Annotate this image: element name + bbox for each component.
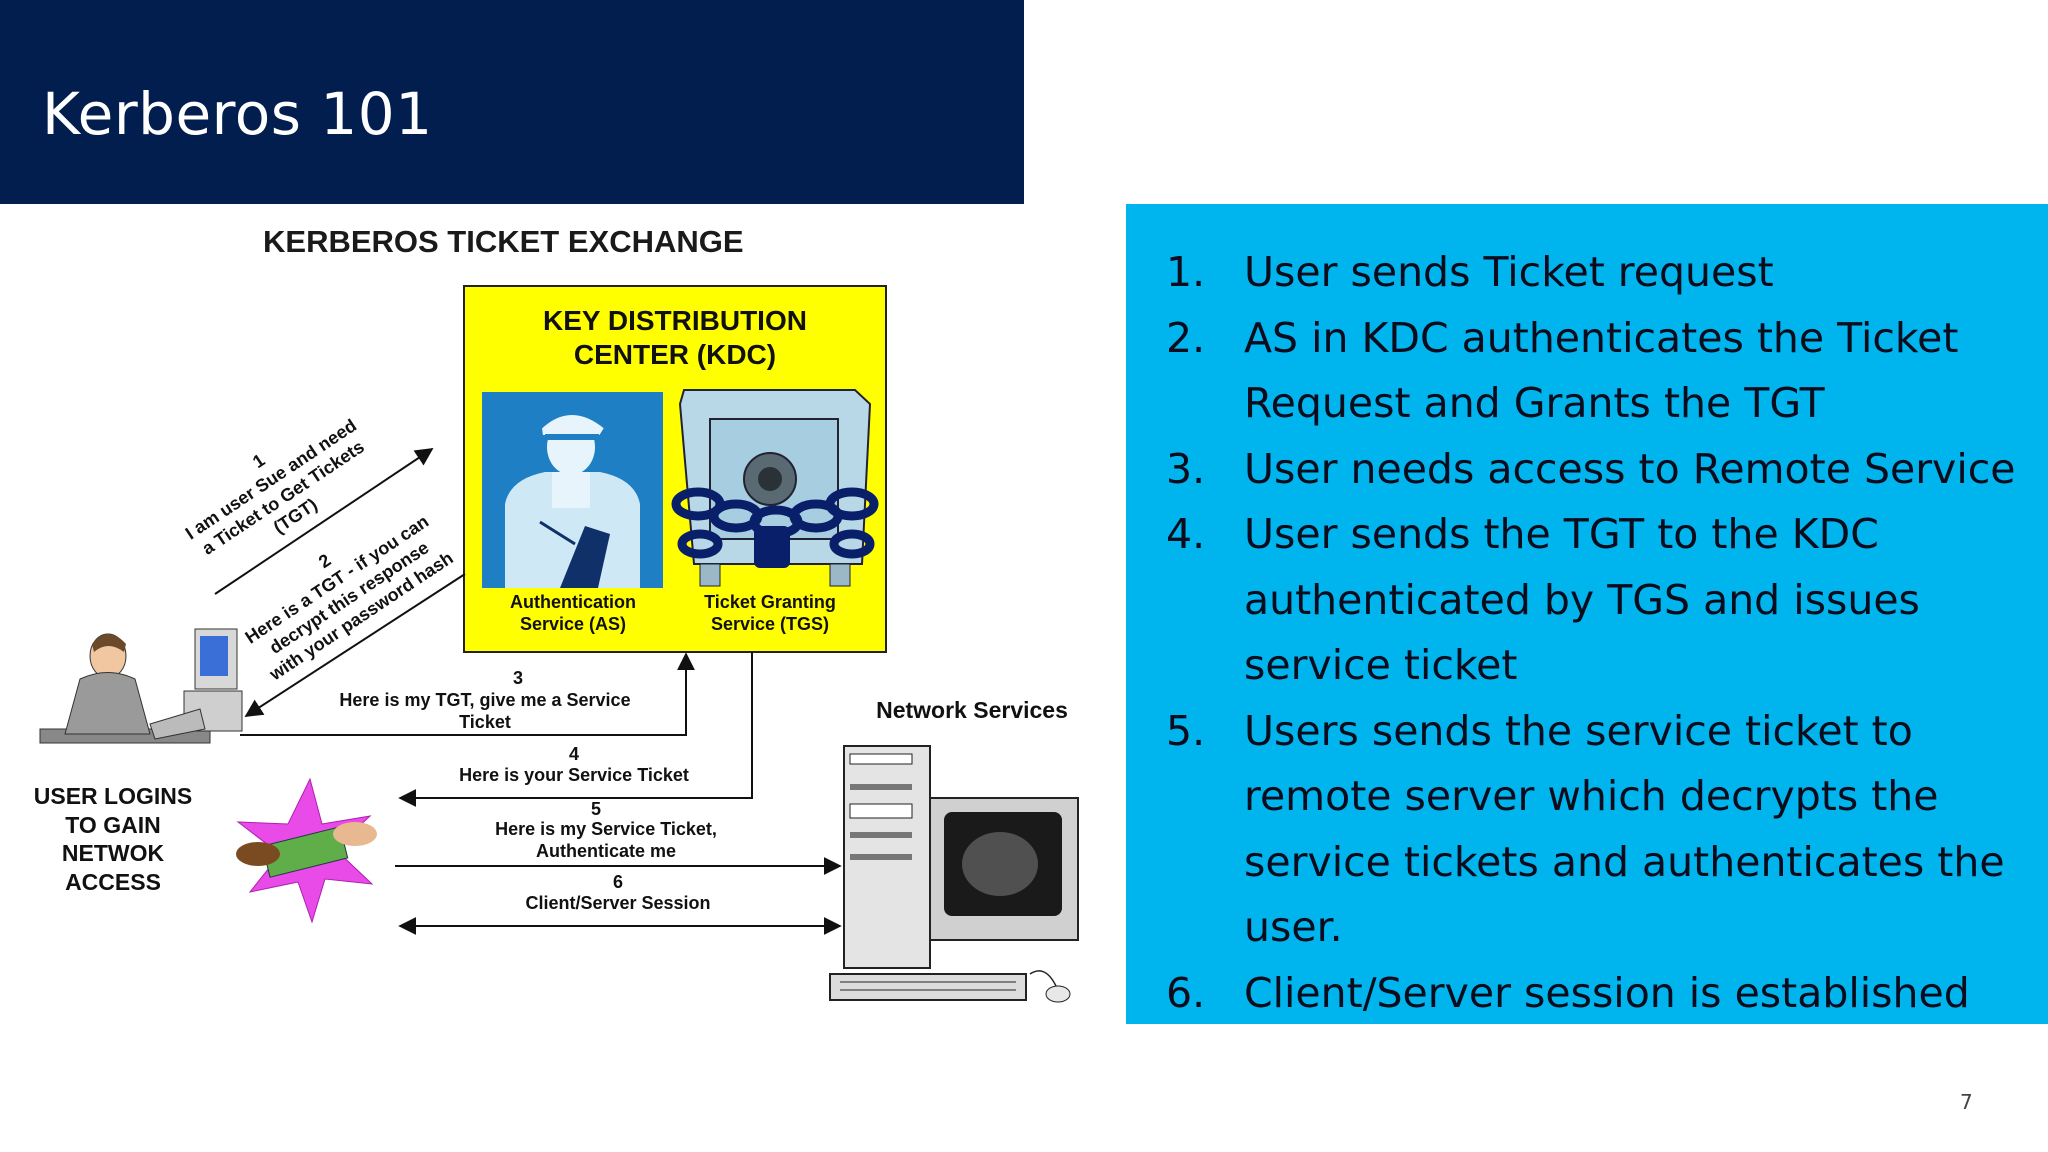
- step-number: 1.: [1166, 248, 1206, 296]
- user-at-workstation-icon: [39, 628, 243, 744]
- user-label-line4: ACCESS: [65, 869, 161, 895]
- step-item: 1. User sends Ticket request: [1166, 240, 2026, 306]
- diagram-heading: KERBEROS TICKET EXCHANGE: [263, 224, 744, 259]
- step-item: 3. User needs access to Remote Service: [1166, 437, 2026, 503]
- step-number: 3.: [1166, 444, 1206, 493]
- tgs-label-line1: Ticket Granting: [704, 592, 836, 612]
- arrow-2-tgt-response: [244, 573, 466, 717]
- arrow-4-service-ticket: [398, 652, 753, 807]
- steps-list: 1. User sends Ticket request 2. AS in KDC …: [1166, 240, 2026, 1026]
- step-number: 5.: [1166, 706, 1206, 755]
- message-5-line2: Authenticate me: [536, 841, 676, 861]
- step-number: 6.: [1166, 968, 1206, 1017]
- step-text: User sends Ticket request: [1244, 248, 1774, 296]
- svg-text:2: 2: [315, 550, 334, 572]
- kerberos-diagram-svg: KERBEROS TICKET EXCHANGE KEY DISTRIBUTIO…: [34, 224, 1079, 1003]
- as-label-line2: Service (AS): [520, 614, 626, 634]
- authentication-service-officer-icon: [482, 392, 663, 588]
- step-number: 4.: [1166, 510, 1206, 558]
- message-4-line1: Here is your Service Ticket: [459, 765, 689, 785]
- step-number: 2.: [1166, 313, 1206, 362]
- slide-page-number: 7: [1960, 1090, 1973, 1114]
- user-label-line1: USER LOGINS: [34, 783, 192, 809]
- ticket-granting-service-safe-icon: [671, 389, 879, 587]
- ticket-handoff-starburst-icon: [236, 777, 377, 924]
- step-text: User needs access to Remote Service: [1244, 444, 2016, 493]
- step-text: Users sends the service ticket to remote…: [1244, 706, 2005, 952]
- user-label-line3: NETWOK: [62, 840, 165, 866]
- message-3-num: 3: [513, 668, 523, 688]
- message-5-num: 5: [591, 799, 601, 819]
- user-label-line2: TO GAIN: [65, 812, 160, 838]
- step-item: 4. User sends the TGT to the KDC authenti…: [1166, 502, 2026, 699]
- step-text: User sends the TGT to the KDC authentica…: [1244, 510, 1920, 689]
- kdc-title-line1: KEY DISTRIBUTION: [543, 305, 807, 336]
- step-text: AS in KDC authenticates the Ticket Reque…: [1244, 313, 1959, 428]
- kdc-title-line2: CENTER (KDC): [574, 339, 776, 370]
- steps-panel: 1. User sends Ticket request 2. AS in KDC …: [1126, 204, 2048, 1024]
- kerberos-diagram: KERBEROS TICKET EXCHANGE KEY DISTRIBUTIO…: [0, 204, 1126, 1064]
- step-text: Client/Server session is established: [1244, 968, 1970, 1017]
- arrow-1-request: [214, 447, 434, 595]
- slide-title: Kerberos 101: [42, 80, 433, 148]
- step-item: 5. Users sends the service ticket to remo…: [1166, 699, 2026, 961]
- network-services-label: Network Services: [876, 697, 1068, 723]
- tgs-label-line2: Service (TGS): [711, 614, 829, 634]
- message-5-line1: Here is my Service Ticket,: [495, 819, 717, 839]
- network-server-computer-icon: [829, 745, 1079, 1003]
- step-item: 6. Client/Server session is established: [1166, 961, 2026, 1027]
- message-3-line2: Ticket: [459, 712, 511, 732]
- as-label-line1: Authentication: [510, 592, 636, 612]
- svg-text:1: 1: [249, 450, 268, 472]
- step-item: 2. AS in KDC authenticates the Ticket Req…: [1166, 306, 2026, 437]
- message-6-line1: Client/Server Session: [525, 893, 710, 913]
- message-4-num: 4: [569, 744, 579, 764]
- title-bar: Kerberos 101: [0, 0, 1024, 204]
- arrow-3-tgt-to-kdc: [240, 652, 695, 736]
- message-3-line1: Here is my TGT, give me a Service: [339, 690, 630, 710]
- message-6-num: 6: [613, 872, 623, 892]
